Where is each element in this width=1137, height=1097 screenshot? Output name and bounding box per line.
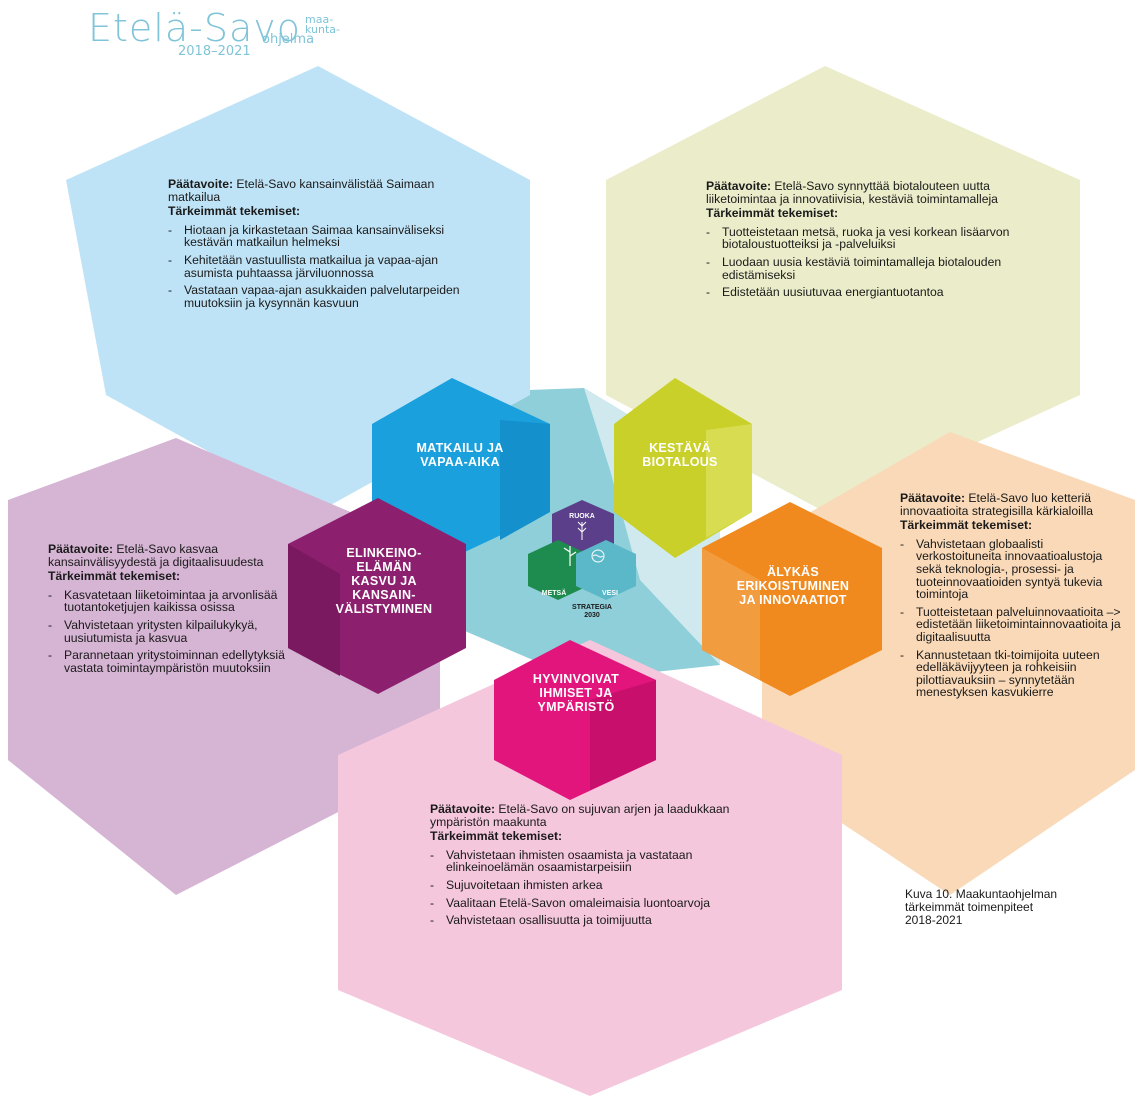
- business-panel: Päätavoite: Etelä-Savo kasvaa kansainväl…: [48, 543, 298, 679]
- tourism-goal: Päätavoite: Etelä-Savo kansainvälistää S…: [168, 178, 460, 203]
- business-label-line: ELINKEINO-: [346, 546, 422, 560]
- list-item: Kehitetään vastuullista matkailua ja vap…: [168, 254, 460, 279]
- smart-label-line: ERIKOISTUMINEN: [736, 579, 850, 593]
- business-label-line: VÄLISTYMINEN: [335, 602, 433, 616]
- core-vesi-label: VESI: [602, 590, 618, 597]
- list-item: Vastataan vapaa-ajan asukkaiden palvelut…: [168, 284, 460, 309]
- wellbeing-goal: Päätavoite: Etelä-Savo on sujuvan arjen …: [430, 803, 760, 828]
- business-label: ELINKEINO- ELÄMÄN KASVU JA KANSAIN- VÄLI…: [300, 546, 468, 616]
- list-item: Tuotteistetaan palveluinnovaatioita –> e…: [900, 605, 1130, 644]
- goal-text: Etelä-Savo luo ketteriä innovaatioita st…: [900, 491, 1094, 518]
- bioeconomy-actions-list: Tuotteistetaan metsä, ruoka ja vesi kork…: [706, 225, 1034, 299]
- list-item: Vahvistetaan globaalisti verkostoituneit…: [900, 537, 1130, 601]
- business-label-line: KASVU JA: [351, 574, 417, 588]
- wellbeing-panel: Päätavoite: Etelä-Savo on sujuvan arjen …: [430, 803, 760, 932]
- smart-label-line: ÄLYKÄS: [766, 565, 820, 579]
- bioeconomy-label-line: BIOTALOUS: [642, 455, 718, 469]
- business-label-line: ELÄMÄN: [356, 560, 412, 574]
- goal-text: Etelä-Savo kasvaa kansainvälisyydestä ja…: [48, 542, 264, 569]
- core-wheat-icon: [577, 521, 587, 540]
- tourism-actions-heading: Tärkeimmät tekemiset:: [168, 204, 301, 219]
- business-goal: Päätavoite: Etelä-Savo kasvaa kansainväl…: [48, 543, 298, 568]
- logo-years: 2018–2021: [178, 44, 251, 59]
- logo-sub-line-3: ohjelma: [262, 32, 315, 47]
- wellbeing-label-line: HYVINVOIVAT: [532, 672, 620, 686]
- smart-panel: Päätavoite: Etelä-Savo luo ketteriä inno…: [900, 492, 1130, 704]
- smart-label-hexagon-shade: [702, 548, 760, 680]
- goal-text: Etelä-Savo synnyttää biotalouteen uutta …: [706, 179, 998, 206]
- core-vesi-hexagon: [576, 540, 636, 600]
- bioeconomy-label: KESTÄVÄ BIOTALOUS: [620, 441, 740, 469]
- list-item: Vahvistetaan osallisuutta ja toimijuutta: [430, 914, 760, 927]
- wellbeing-label-line: IHMISET JA: [539, 686, 613, 700]
- core-strategy-line: 2030: [584, 612, 600, 619]
- core-strategy-label: STRATEGIA 2030: [562, 604, 622, 620]
- caption-line: tärkeimmät toimenpiteet: [905, 900, 1034, 914]
- business-actions-list: Kasvatetaan liiketoimintaa ja arvonlisää…: [48, 588, 298, 675]
- goal-label: Päätavoite:: [168, 177, 234, 191]
- bioeconomy-actions-heading: Tärkeimmät tekemiset:: [706, 206, 839, 221]
- list-item: Kasvatetaan liiketoimintaa ja arvonlisää…: [48, 588, 298, 614]
- core-ruoka-label: RUOKA: [569, 513, 595, 520]
- logo-sub-line-2: kunta-: [305, 23, 340, 36]
- goal-text: Etelä-Savo on sujuvan arjen ja laadukkaa…: [430, 802, 730, 829]
- tourism-actions-list: Hiotaan ja kirkastetaan Saimaa kansainvä…: [168, 223, 460, 310]
- goal-label: Päätavoite:: [706, 179, 772, 193]
- tourism-label-line: VAPAA-AIKA: [420, 455, 500, 469]
- core-water-icon: [591, 549, 605, 563]
- wellbeing-label-hexagon-shade: [590, 680, 656, 790]
- business-actions-heading: Tärkeimmät tekemiset:: [48, 569, 181, 584]
- logo-sub-line-1: maa-: [305, 13, 334, 26]
- goal-label: Päätavoite:: [48, 542, 114, 556]
- bioeconomy-panel: Päätavoite: Etelä-Savo synnyttää biotalo…: [706, 180, 1034, 304]
- business-label-line: KANSAIN-: [352, 588, 416, 602]
- smart-actions-heading: Tärkeimmät tekemiset:: [900, 518, 1033, 533]
- wellbeing-label: HYVINVOIVAT IHMISET JA YMPÄRISTÖ: [496, 672, 656, 714]
- tourism-panel: Päätavoite: Etelä-Savo kansainvälistää S…: [168, 178, 460, 314]
- goal-text: Etelä-Savo kansainvälistää Saimaan matka…: [168, 177, 435, 204]
- list-item: Tuotteistetaan metsä, ruoka ja vesi kork…: [706, 225, 1034, 251]
- list-item: Vaalitaan Etelä-Savon omaleimaisia luont…: [430, 896, 760, 910]
- smart-goal: Päätavoite: Etelä-Savo luo ketteriä inno…: [900, 492, 1130, 517]
- tourism-label-line: MATKAILU JA: [416, 441, 504, 455]
- list-item: Sujuvoitetaan ihmisten arkea: [430, 879, 760, 892]
- caption-line: 2018-2021: [905, 913, 963, 927]
- logo-title: Etelä-Savo: [88, 6, 301, 50]
- list-item: Hiotaan ja kirkastetaan Saimaa kansainvä…: [168, 223, 460, 249]
- bioeconomy-label-line: KESTÄVÄ: [649, 441, 711, 455]
- goal-label: Päätavoite:: [900, 491, 966, 505]
- wellbeing-actions-heading: Tärkeimmät tekemiset:: [430, 829, 563, 844]
- tourism-label-hexagon-shade: [500, 420, 550, 540]
- list-item: Luodaan uusia kestäviä toimintamalleja b…: [706, 256, 1034, 281]
- list-item: Parannetaan yritystoiminnan edellytyksiä…: [48, 649, 298, 674]
- bioeconomy-goal: Päätavoite: Etelä-Savo synnyttää biotalo…: [706, 180, 1034, 205]
- smart-actions-list: Vahvistetaan globaalisti verkostoituneit…: [900, 537, 1130, 699]
- tourism-label: MATKAILU JA VAPAA-AIKA: [380, 441, 540, 469]
- list-item: Vahvistetaan yritysten kilpailukykyä, uu…: [48, 619, 298, 644]
- core-tree-icon: [563, 546, 577, 566]
- wellbeing-actions-list: Vahvistetaan ihmisten osaamista ja vasta…: [430, 848, 760, 927]
- wellbeing-label-line: YMPÄRISTÖ: [537, 700, 615, 714]
- business-label-hexagon-shade: [288, 544, 340, 676]
- core-metsa-hexagon: [528, 540, 588, 600]
- smart-label: ÄLYKÄS ERIKOISTUMINEN JA INNOVAATIOT: [708, 565, 878, 607]
- goal-label: Päätavoite:: [430, 802, 496, 816]
- figure-caption: Kuva 10. Maakuntaohjelman tärkeimmät toi…: [905, 888, 1065, 927]
- list-item: Vahvistetaan ihmisten osaamista ja vasta…: [430, 848, 760, 874]
- core-metsa-label: METSÄ: [541, 590, 567, 597]
- smart-label-line: JA INNOVAATIOT: [739, 593, 847, 607]
- bioeconomy-label-hexagon-shade: [706, 424, 752, 538]
- core-strategy-line: STRATEGIA: [572, 604, 612, 611]
- list-item: Kannustetaan tki-toimijoita uuteen edell…: [900, 648, 1130, 699]
- caption-line: Kuva 10. Maakuntaohjelman: [905, 887, 1058, 901]
- list-item: Edistetään uusiutuvaa energiantuotantoa: [706, 286, 1034, 299]
